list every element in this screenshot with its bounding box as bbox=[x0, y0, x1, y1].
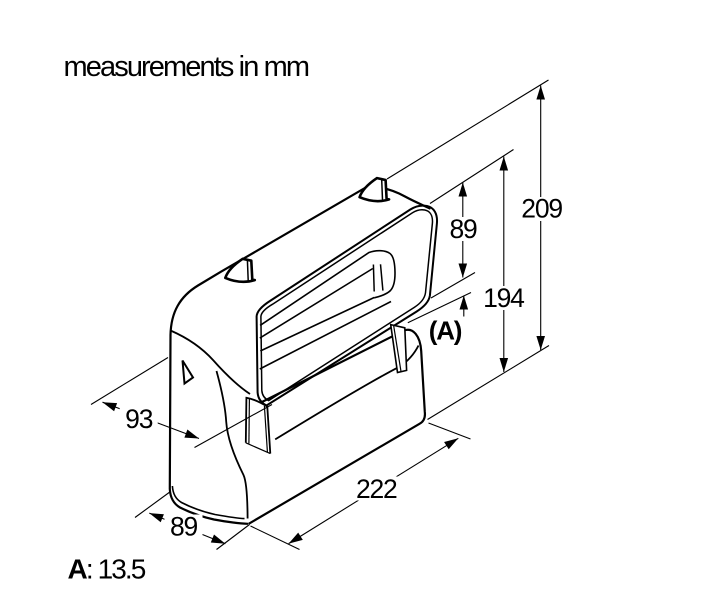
svg-text:89: 89 bbox=[449, 214, 477, 244]
svg-text:194: 194 bbox=[483, 283, 524, 313]
svg-text:222: 222 bbox=[356, 474, 397, 504]
svg-text:89: 89 bbox=[170, 512, 198, 542]
svg-text:(A): (A) bbox=[429, 316, 462, 346]
svg-text:209: 209 bbox=[521, 194, 562, 224]
svg-text:93: 93 bbox=[125, 404, 153, 434]
svg-text:measurements in mm: measurements in mm bbox=[64, 51, 309, 83]
svg-text:A: 13.5: A: 13.5 bbox=[68, 554, 146, 585]
